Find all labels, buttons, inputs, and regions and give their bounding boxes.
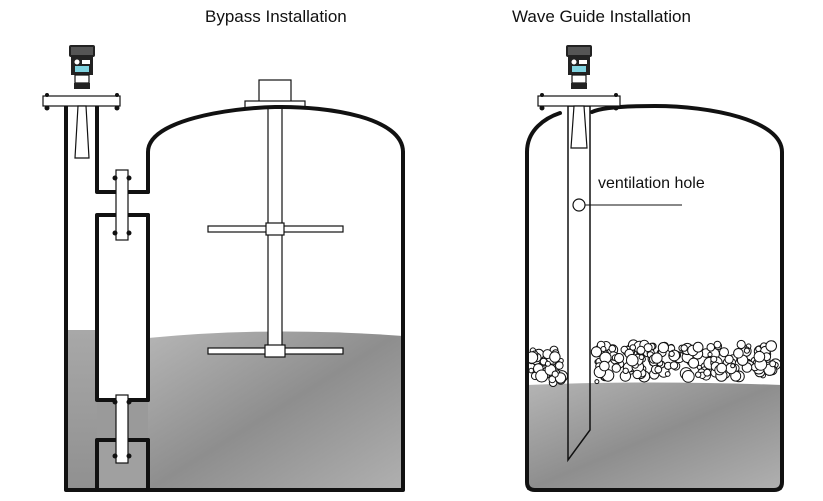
bubble xyxy=(608,344,617,353)
bubble xyxy=(614,353,625,364)
agitator xyxy=(207,79,344,358)
bubble xyxy=(695,371,702,378)
bubble xyxy=(549,351,561,363)
bubble xyxy=(551,370,559,378)
bubble xyxy=(669,361,679,370)
horn-antenna xyxy=(74,105,90,159)
bubble xyxy=(638,354,645,361)
bubble xyxy=(755,345,762,353)
bubble xyxy=(544,360,551,367)
bubble xyxy=(622,367,629,374)
tank-liquid xyxy=(148,331,403,490)
wave-guide-title: Wave Guide Installation xyxy=(512,7,691,26)
bubble xyxy=(733,348,744,359)
bubble xyxy=(707,351,713,358)
foam-bubbles xyxy=(525,339,782,388)
bubble xyxy=(599,360,610,372)
bubble xyxy=(594,379,600,385)
bubble xyxy=(719,347,729,358)
ventilation-hole-label: ventilation hole xyxy=(598,175,705,192)
bubble xyxy=(555,361,564,370)
radar-level-sensor xyxy=(42,44,121,159)
bubble xyxy=(703,368,712,377)
bubble xyxy=(724,354,734,364)
bubble xyxy=(688,357,700,369)
lower-flange xyxy=(112,394,132,464)
bubble xyxy=(753,350,766,363)
bypass-title: Bypass Installation xyxy=(205,7,347,26)
horn-antenna xyxy=(570,105,588,149)
radar-level-sensor xyxy=(537,44,621,149)
bubble xyxy=(528,367,535,374)
bubble xyxy=(713,340,722,349)
bubble xyxy=(736,339,746,350)
bubble xyxy=(664,371,671,377)
bubble xyxy=(651,352,663,364)
bypass-liquid xyxy=(66,330,97,490)
bubble xyxy=(654,365,663,374)
bubble xyxy=(710,355,718,363)
bypass-pipe-outer-wall xyxy=(64,101,405,492)
bubble xyxy=(626,353,639,367)
upper-flange xyxy=(112,169,132,241)
bubble xyxy=(716,362,728,374)
bubble xyxy=(730,363,736,369)
bubble xyxy=(743,347,751,354)
bubble xyxy=(632,369,642,380)
bubble xyxy=(600,346,607,352)
wave-guide-installation xyxy=(525,44,784,492)
bubble xyxy=(765,340,778,352)
tank-liquid xyxy=(527,382,782,490)
bubble xyxy=(668,350,675,357)
bubble xyxy=(535,369,549,383)
bubble xyxy=(657,342,670,354)
tank-dome xyxy=(146,104,405,194)
bubble xyxy=(590,346,603,358)
bubble xyxy=(611,363,621,373)
bypass-installation xyxy=(42,44,405,492)
tank-wall xyxy=(525,104,784,492)
bubble xyxy=(681,370,695,383)
bubble xyxy=(692,341,704,353)
ventilation-hole xyxy=(572,198,586,212)
bubble xyxy=(636,345,646,355)
bubble xyxy=(769,360,777,368)
bubble xyxy=(706,343,716,352)
bubble xyxy=(680,344,688,352)
